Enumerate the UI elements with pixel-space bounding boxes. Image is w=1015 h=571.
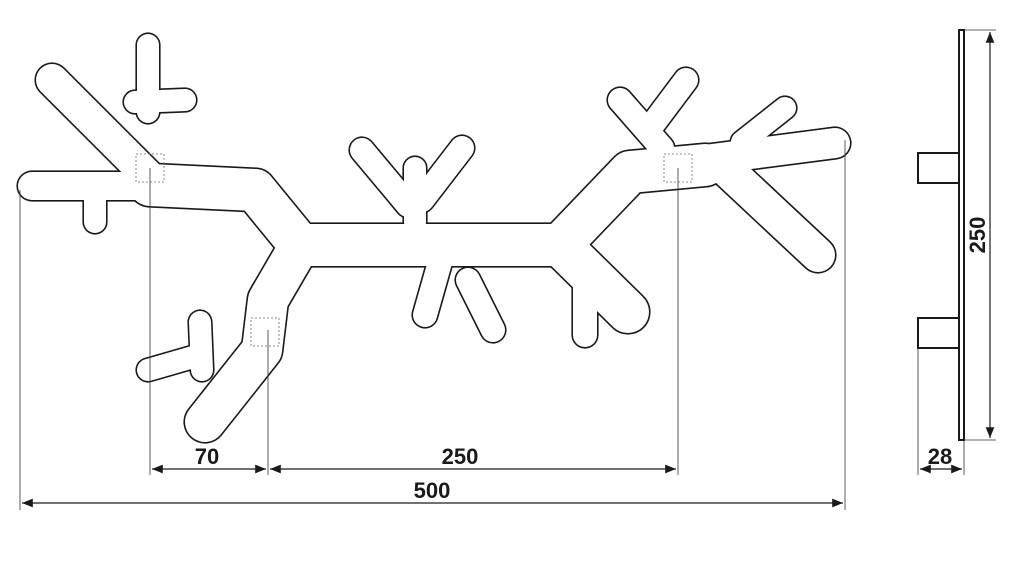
- branch-segment: [413, 250, 452, 327]
- branch-segment: [410, 136, 474, 212]
- mount-point: [250, 317, 280, 347]
- branch-segment: [708, 151, 835, 272]
- outline-fill-layer: [18, 34, 850, 442]
- extension-lines: [19, 140, 846, 510]
- side-plate: [958, 29, 965, 441]
- coat-rack-outline: [16, 32, 852, 444]
- branch-segment: [456, 268, 505, 342]
- branch-segment: [350, 138, 420, 217]
- dimension-label-250: 250: [442, 444, 479, 469]
- branch-segment: [638, 68, 698, 140]
- side-mount-bottom: [917, 317, 960, 349]
- branch-segment: [36, 64, 166, 194]
- dimension-label-depth: 28: [928, 444, 952, 469]
- dimension-label-500: 500: [414, 478, 451, 503]
- branch-segment: [185, 225, 320, 442]
- side-view: [917, 29, 965, 441]
- branch-segment: [129, 144, 726, 266]
- dimension-label-height: 250: [965, 217, 990, 254]
- dimension-label-70: 70: [195, 444, 219, 469]
- side-mount-top: [917, 152, 960, 184]
- dimension-lines: [21, 464, 843, 508]
- branch-segment: [731, 97, 796, 153]
- branch-segment: [124, 89, 196, 113]
- branch-segment: [137, 344, 211, 381]
